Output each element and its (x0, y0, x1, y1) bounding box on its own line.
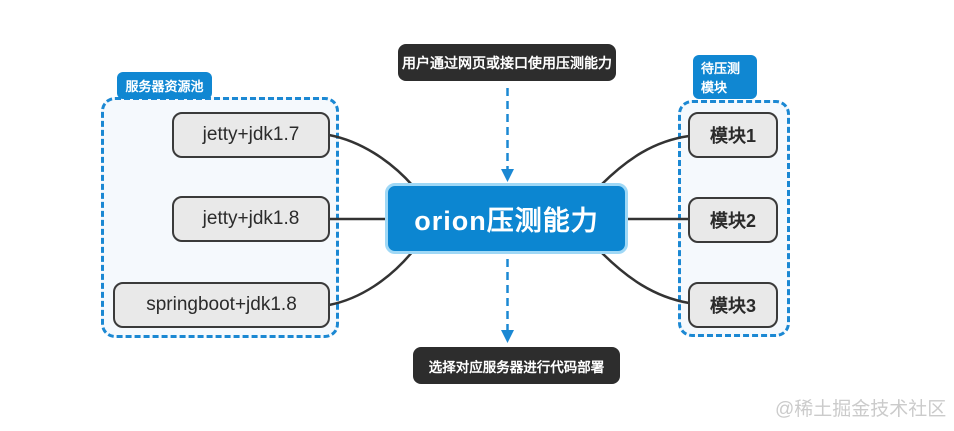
connector-right-top (600, 134, 690, 186)
connector-left-top (328, 133, 414, 187)
arrowhead-down-icon (501, 330, 514, 343)
connector-left-bottom (328, 250, 414, 307)
connector-right-bottom (600, 251, 690, 305)
arrowhead-down-icon (501, 169, 514, 182)
